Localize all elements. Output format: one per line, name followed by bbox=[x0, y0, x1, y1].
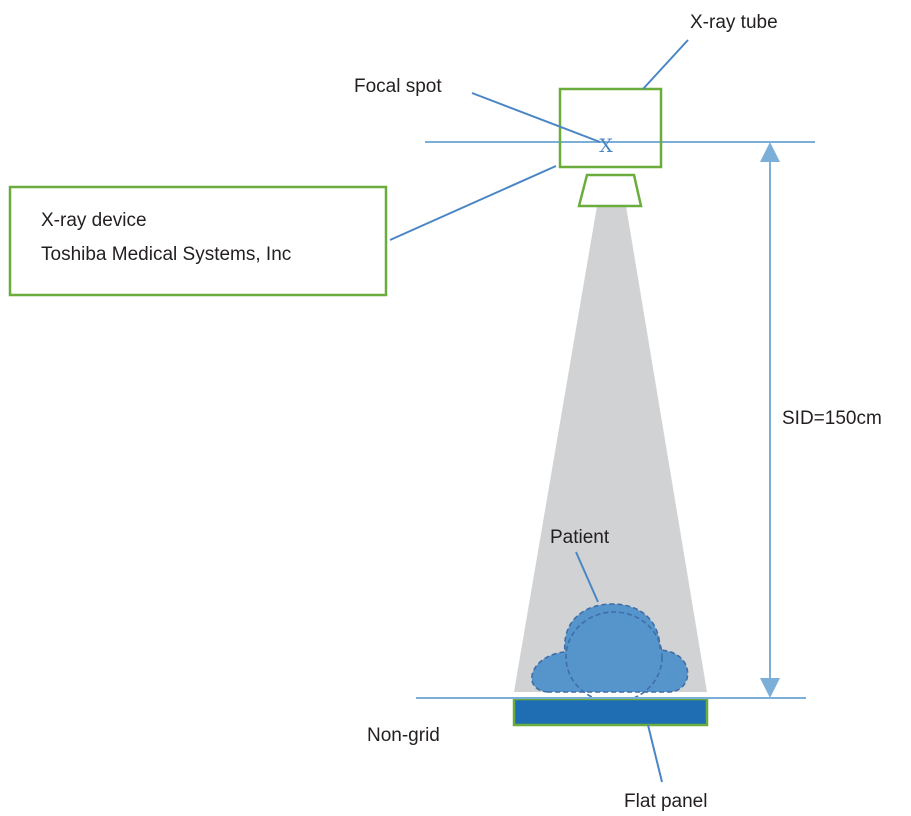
sid-dimension-arrow bbox=[760, 142, 780, 698]
panel-leader-line bbox=[647, 724, 663, 783]
xray-tube-box bbox=[558, 87, 663, 169]
arrow-down-icon bbox=[760, 678, 780, 698]
flat-panel bbox=[512, 697, 709, 727]
patient-shape bbox=[531, 603, 689, 703]
focal-spot-marker: X bbox=[599, 135, 613, 157]
focal-spot-label: Focal spot bbox=[354, 76, 442, 97]
xray-beam bbox=[514, 206, 707, 692]
device-name-line1: X-ray device bbox=[41, 210, 147, 231]
device-name-line2: Toshiba Medical Systems, Inc bbox=[41, 244, 291, 265]
tube-leader-line bbox=[642, 39, 689, 90]
patient-label: Patient bbox=[550, 527, 610, 548]
collimator bbox=[577, 173, 643, 208]
patient-leader-line bbox=[575, 551, 599, 603]
focal-spot-leader-line bbox=[471, 92, 601, 143]
device-leader-line bbox=[389, 165, 557, 241]
device-info-box bbox=[8, 185, 388, 297]
xray-tube-label: X-ray tube bbox=[690, 12, 778, 33]
arrow-up-icon bbox=[760, 142, 780, 162]
flat-panel-label: Flat panel bbox=[624, 791, 707, 812]
grid-label: Non-grid bbox=[367, 725, 440, 746]
sid-label: SID=150cm bbox=[782, 408, 882, 429]
